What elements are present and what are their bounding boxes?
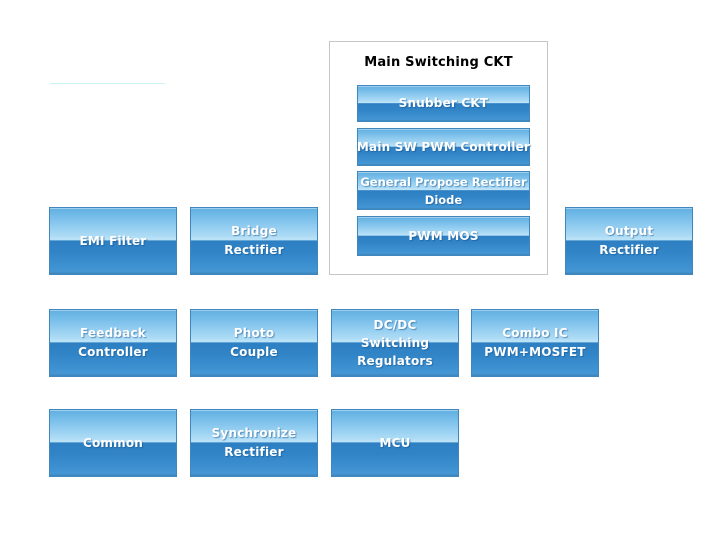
stray-accent-line [50, 83, 165, 84]
block-dcdc-switching-regulators[interactable]: DC/DC Switching Regulators [331, 309, 459, 377]
block-snubber-ckt[interactable]: Snubber CKT [357, 85, 530, 122]
block-mcu[interactable]: MCU [331, 409, 459, 477]
block-main-sw-pwm-controller[interactable]: Main SW PWM Controller [357, 128, 530, 166]
block-synchronize-rectifier[interactable]: Synchronize Rectifier [190, 409, 318, 477]
block-pwm-mos[interactable]: PWM MOS [357, 216, 530, 256]
block-photo-couple[interactable]: Photo Couple [190, 309, 318, 377]
main-switching-ckt-title: Main Switching CKT [364, 55, 513, 70]
block-common[interactable]: Common [49, 409, 177, 477]
block-feedback-controller[interactable]: Feedback Controller [49, 309, 177, 377]
block-general-propose-rectifier-diode[interactable]: General Propose Rectifier Diode [357, 171, 530, 210]
main-switching-ckt-group: Main Switching CKT Snubber CKT Main SW P… [329, 41, 548, 275]
block-output-rectifier[interactable]: Output Rectifier [565, 207, 693, 275]
block-bridge-rectifier[interactable]: Bridge Rectifier [190, 207, 318, 275]
block-combo-ic-pwm-mosfet[interactable]: Combo IC PWM+MOSFET [471, 309, 599, 377]
block-emi-filter[interactable]: EMI Filter [49, 207, 177, 275]
